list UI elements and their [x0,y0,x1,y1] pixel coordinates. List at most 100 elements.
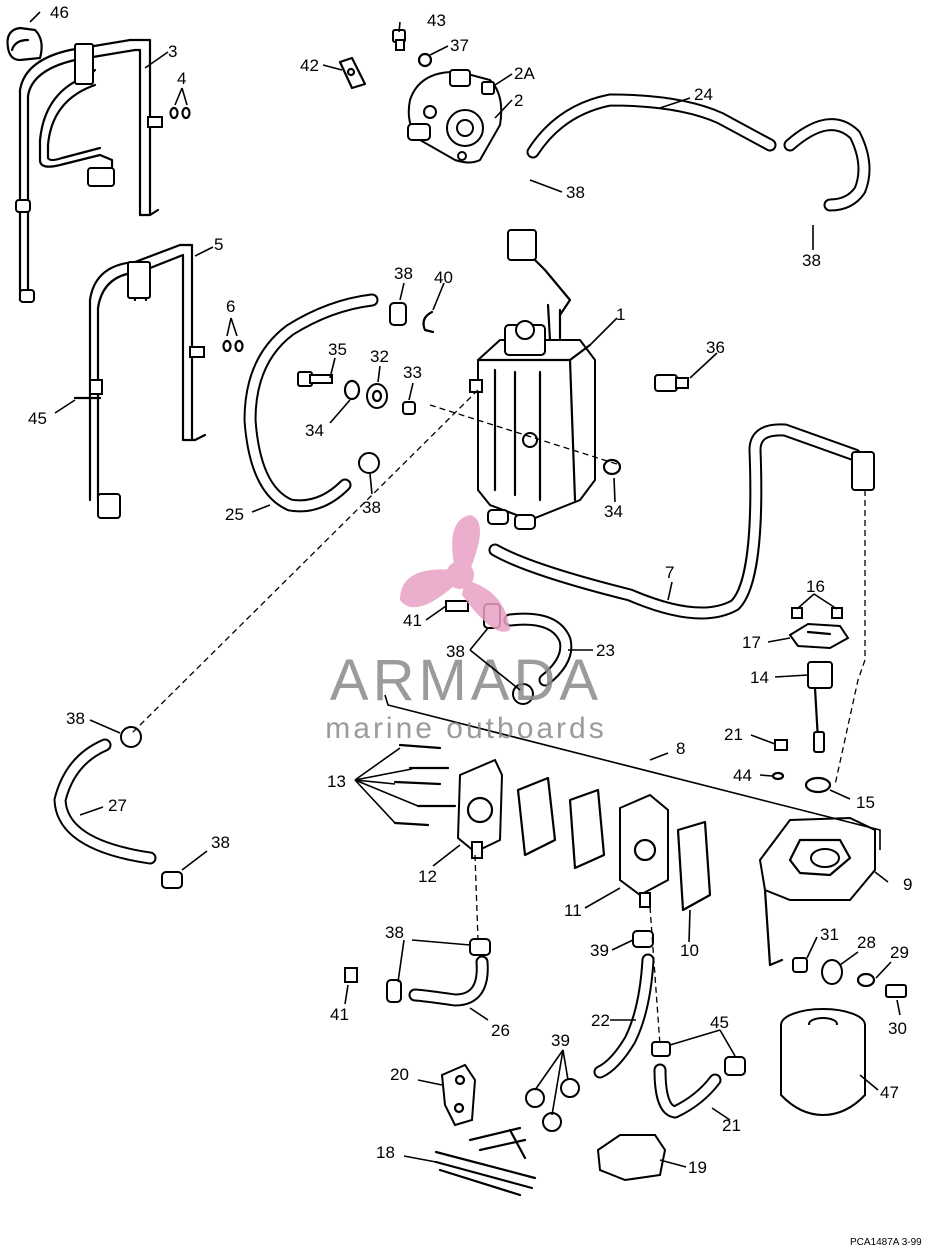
o-rings-4 [169,106,191,120]
callout-31: 31 [820,925,839,944]
callout-29: 29 [890,943,909,962]
filter-bracket-9 [758,816,876,967]
callout-15: 15 [856,793,875,812]
propeller-logo [400,515,510,632]
hose-27 [53,738,157,865]
clamp-38h [386,979,402,1003]
fuel-line-assembly-3 [15,38,163,303]
hose-24 [526,93,871,212]
callout-2a: 2A [514,64,535,83]
screws-13 [393,743,457,827]
callout-22: 22 [591,1011,610,1030]
drawing-code: PCA1487A 3-99 [850,1237,922,1248]
screw-35 [297,371,333,387]
fuel-line-assembly-5 [73,243,207,519]
hose-23 [503,612,573,687]
hose-7 [488,423,875,620]
vapor-separator-1 [469,229,596,530]
washer-34b [602,458,622,476]
callout-18: 18 [376,1143,395,1162]
washer-34a [343,379,361,401]
callout-21b: 21 [722,1116,741,1135]
screws-16 [791,607,843,619]
clamp-38f [161,871,183,889]
clamp-38b [358,452,380,474]
callout-37: 37 [450,36,469,55]
callout-5: 5 [214,235,223,254]
callout-43: 43 [427,11,446,30]
hose-25 [243,293,379,513]
callout-38c: 38 [394,264,413,283]
callout-10: 10 [680,941,699,960]
callout-8: 8 [676,739,685,758]
callout-34b: 34 [604,502,623,521]
callout-44: 44 [733,766,752,785]
callout-7: 7 [665,563,674,582]
bracket-20 [440,1063,477,1127]
callout-17: 17 [742,633,761,652]
callout-39a: 39 [590,941,609,960]
o-rings-6 [222,339,244,353]
screw-41b [344,967,358,983]
callout-23: 23 [596,641,615,660]
fuel-connector-19 [596,1134,667,1182]
callout-30: 30 [888,1019,907,1038]
screw-41a [445,600,469,612]
hose-26 [408,955,489,1007]
callout-9: 9 [903,875,912,894]
callout-38h: 38 [385,923,404,942]
armada-watermark: ARMADA marine outboards [325,515,606,745]
washer-37 [417,52,433,68]
callout-20: 20 [390,1065,409,1084]
callout-16: 16 [806,577,825,596]
assembly-line-5 [649,906,661,1046]
spacer-33 [402,401,416,415]
sensor-14 [807,661,833,753]
callout-47: 47 [880,1083,899,1102]
callout-38f: 38 [66,709,85,728]
nut-44 [771,771,785,781]
callout-3: 3 [168,42,177,61]
clamp-38e [120,726,142,748]
callout-38a: 38 [566,183,585,202]
callout-36: 36 [706,338,725,357]
grommet-32 [366,383,388,409]
callout-39b: 39 [551,1031,570,1050]
assembly-line-3 [834,490,866,786]
callout-40: 40 [434,268,453,287]
callout-33: 33 [403,363,422,382]
fitting-36 [654,374,689,392]
clamps-39b [525,1078,580,1132]
gasket-10 [676,820,712,912]
watermark-brand: ARMADA [330,648,602,713]
watermark-tagline: marine outboards [325,712,606,745]
callout-25: 25 [225,505,244,524]
fuel-line-18 [434,1126,537,1197]
assembly-line-4 [474,854,479,941]
fittings-45b [651,1041,746,1076]
callout-2: 2 [514,91,523,110]
callout-38d: 38 [362,498,381,517]
callout-46: 46 [50,3,69,22]
hose-22 [593,953,655,1079]
leader-lines [29,11,901,1168]
callout-26: 26 [491,1021,510,1040]
hose-21 [653,1063,722,1119]
clamp-39a [632,930,654,948]
clip-40 [422,310,435,334]
screw-43 [392,29,406,51]
assembly-line-2 [429,404,621,466]
clamp-38a [389,302,407,326]
callout-42: 42 [300,56,319,75]
callout-38e: 38 [446,642,465,661]
callout-4: 4 [177,69,186,88]
callout-38g: 38 [211,833,230,852]
grommet-31-28-29-30 [792,957,907,998]
fuel-filter-47 [780,1008,866,1117]
callout-labels: 46 3 4 5 6 45 43 37 42 2A 2 38 24 38 38 … [28,3,912,1177]
bracket-42 [338,56,367,90]
pump-cover-12 [456,758,504,859]
clamp-38g [469,938,491,956]
callout-13: 13 [327,772,346,791]
